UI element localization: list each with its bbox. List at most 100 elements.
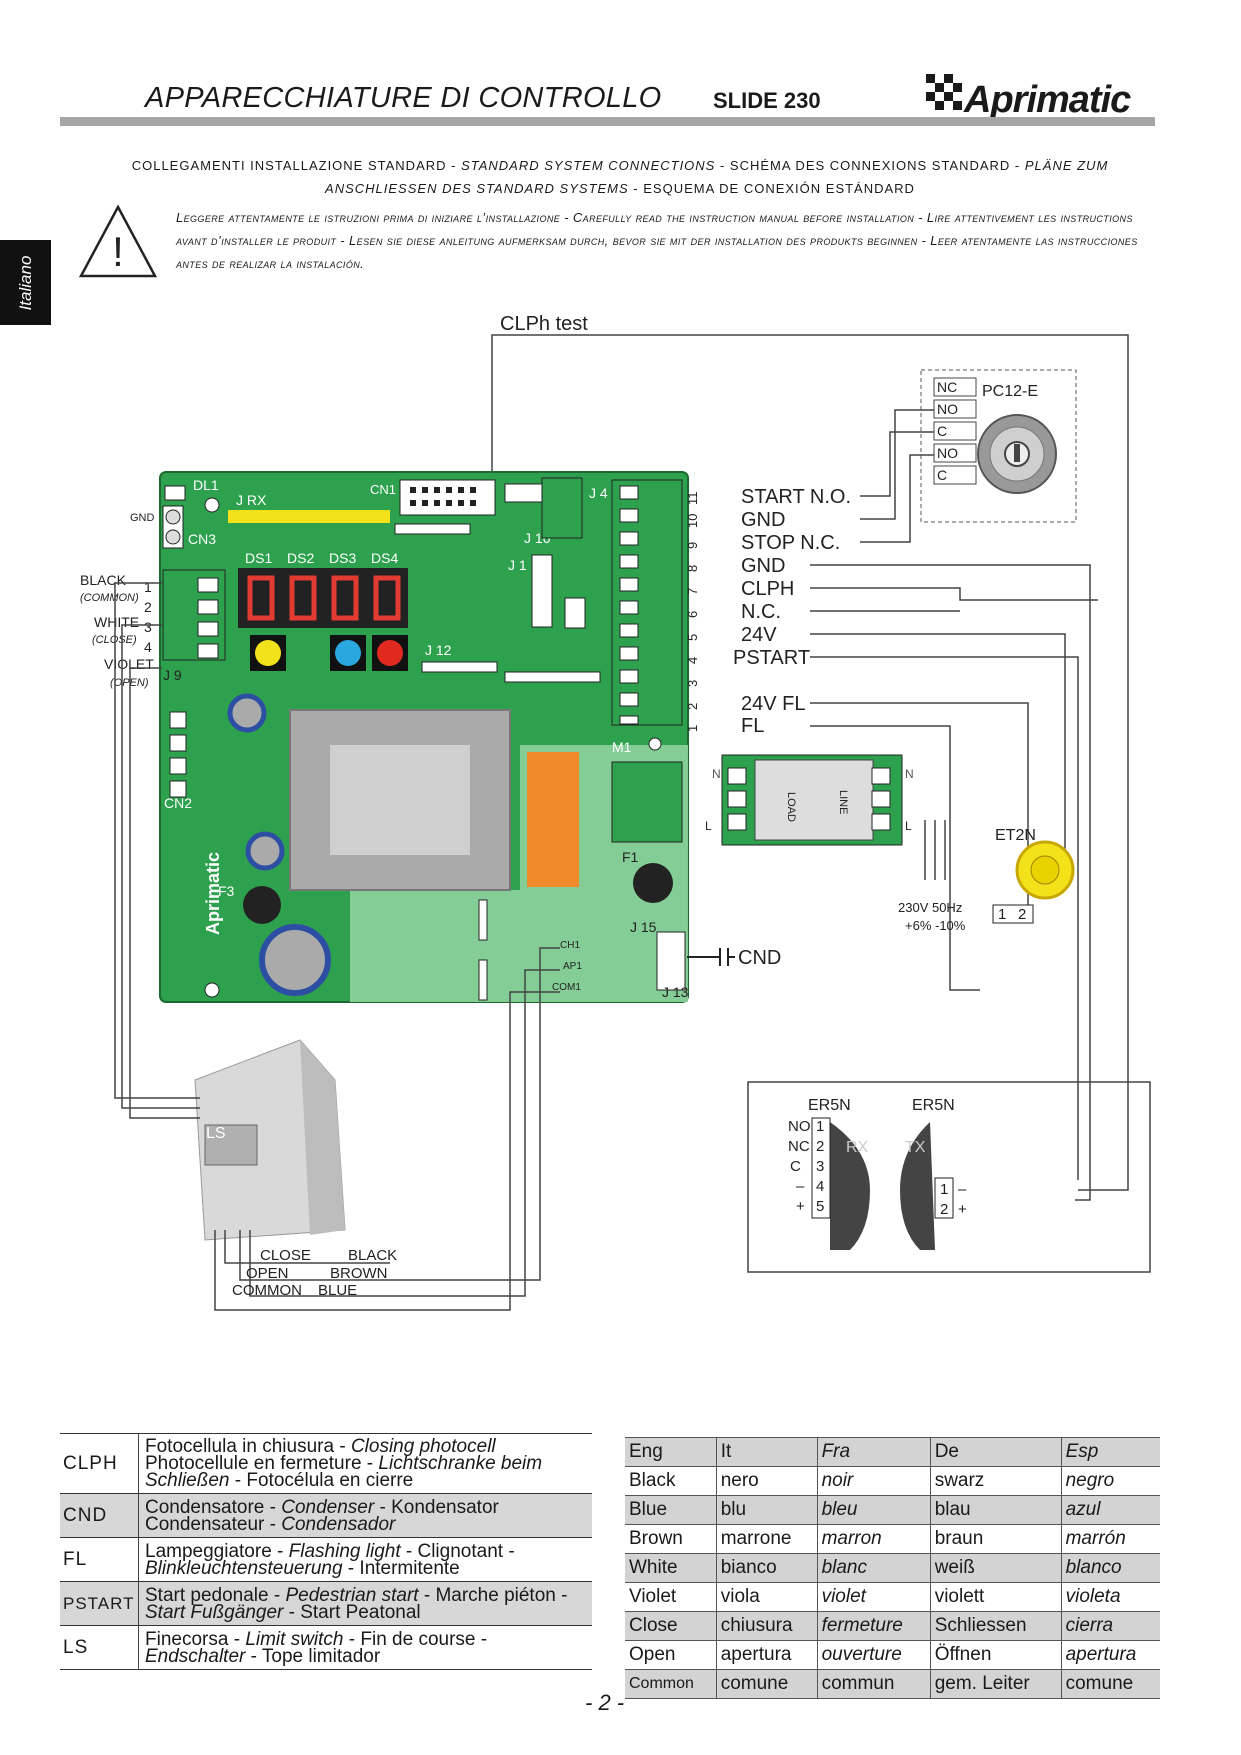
svg-text:ER5N: ER5N bbox=[912, 1097, 955, 1114]
svg-text:J 12: J 12 bbox=[425, 642, 452, 658]
svg-text:CN1: CN1 bbox=[370, 482, 396, 497]
svg-text:J RX: J RX bbox=[236, 492, 267, 508]
svg-text:CN3: CN3 bbox=[188, 531, 216, 547]
photocell-rx bbox=[830, 1122, 870, 1250]
svg-text:CH1: CH1 bbox=[560, 940, 580, 951]
push-buttons bbox=[250, 635, 408, 671]
svg-text:2: 2 bbox=[1018, 906, 1026, 923]
svg-text:3: 3 bbox=[685, 680, 700, 687]
clph-test-label: CLPh test bbox=[500, 313, 588, 335]
svg-text:1: 1 bbox=[816, 1118, 824, 1135]
svg-text:3: 3 bbox=[816, 1158, 824, 1175]
svg-text:1: 1 bbox=[940, 1181, 948, 1198]
svg-text:BLACK: BLACK bbox=[80, 572, 127, 588]
svg-text:GND: GND bbox=[741, 555, 785, 577]
svg-text:J 4: J 4 bbox=[589, 485, 608, 501]
svg-text:PSTART: PSTART bbox=[733, 647, 810, 669]
svg-text:J 15: J 15 bbox=[630, 919, 657, 935]
svg-text:+6% -10%: +6% -10% bbox=[905, 918, 966, 933]
svg-text:230V 50Hz: 230V 50Hz bbox=[898, 900, 962, 915]
svg-text:STOP N.C.: STOP N.C. bbox=[741, 532, 840, 554]
svg-text:LINE: LINE bbox=[837, 790, 849, 814]
legend-row: CLPH Fotocellula in chiusura - Closing p… bbox=[60, 1433, 592, 1494]
svg-text:BROWN: BROWN bbox=[330, 1265, 388, 1282]
legend-row: LS Finecorsa - Limit switch - Fin de cou… bbox=[60, 1625, 592, 1670]
svg-text:8: 8 bbox=[685, 565, 700, 572]
relay bbox=[527, 752, 579, 887]
svg-text:4: 4 bbox=[685, 657, 700, 664]
svg-text:DL1: DL1 bbox=[193, 477, 219, 493]
svg-text:VIOLET: VIOLET bbox=[104, 656, 154, 672]
svg-text:LS: LS bbox=[206, 1125, 226, 1142]
svg-text:+: + bbox=[796, 1198, 805, 1215]
svg-text:NC: NC bbox=[937, 379, 957, 395]
svg-text:5: 5 bbox=[816, 1198, 824, 1215]
svg-text:24V: 24V bbox=[741, 624, 777, 646]
svg-text:2: 2 bbox=[685, 703, 700, 710]
svg-text:10: 10 bbox=[685, 514, 700, 528]
svg-text:BLACK: BLACK bbox=[348, 1247, 397, 1264]
wiring-diagram: CLPh test PC12-E NC NO C NO C DL1 J RX C… bbox=[80, 313, 1151, 1311]
model-name: SLIDE 230 bbox=[713, 88, 821, 113]
svg-text:2: 2 bbox=[940, 1201, 948, 1218]
svg-text:J 9: J 9 bbox=[163, 667, 182, 683]
svg-text:–: – bbox=[796, 1178, 805, 1195]
svg-text:DS3: DS3 bbox=[329, 550, 356, 566]
svg-text:4: 4 bbox=[816, 1178, 824, 1195]
svg-text:F3: F3 bbox=[218, 883, 235, 899]
svg-text:CN2: CN2 bbox=[164, 795, 192, 811]
legend-row: CND Condensatore - Condenser - Kondensat… bbox=[60, 1493, 592, 1538]
svg-text:AP1: AP1 bbox=[563, 961, 582, 972]
svg-text:CLOSE: CLOSE bbox=[260, 1247, 311, 1264]
svg-text:C: C bbox=[790, 1158, 801, 1175]
svg-text:OPEN: OPEN bbox=[246, 1265, 289, 1282]
svg-text:!: ! bbox=[112, 228, 124, 275]
svg-text:L: L bbox=[905, 819, 912, 833]
subtitle: COLLEGAMENTI INSTALLAZIONE STANDARD - ST… bbox=[131, 158, 1109, 196]
svg-text:GND: GND bbox=[130, 512, 155, 524]
svg-text:7: 7 bbox=[685, 588, 700, 595]
svg-text:DS1: DS1 bbox=[245, 550, 272, 566]
svg-text:3: 3 bbox=[144, 619, 152, 635]
svg-text:(COMMON): (COMMON) bbox=[80, 592, 139, 604]
svg-text:C: C bbox=[937, 467, 947, 483]
checkered-flag-logo: Aprimatic bbox=[926, 74, 1132, 121]
warning-icon: ! bbox=[78, 204, 158, 278]
brand-text: Aprimatic bbox=[963, 79, 1131, 121]
brand-logo: Aprimatic bbox=[920, 68, 1160, 133]
photocell-tx bbox=[900, 1122, 935, 1250]
svg-text:1: 1 bbox=[685, 725, 700, 732]
svg-text:NO: NO bbox=[937, 445, 958, 461]
svg-text:NC: NC bbox=[788, 1138, 810, 1155]
svg-text:1: 1 bbox=[144, 579, 152, 595]
svg-text:6: 6 bbox=[685, 611, 700, 618]
svg-text:NO: NO bbox=[788, 1118, 811, 1135]
svg-text:C: C bbox=[937, 423, 947, 439]
page-number: - 2 - bbox=[585, 1690, 625, 1715]
warning-text: Leggere attentamente le istruzioni prima… bbox=[176, 210, 1138, 271]
svg-text:J 1: J 1 bbox=[508, 557, 527, 573]
cnd-label: CND bbox=[738, 947, 781, 969]
page-title: APPARECCHIATURE DI CONTROLLO bbox=[145, 82, 662, 114]
svg-text:4: 4 bbox=[144, 639, 152, 655]
svg-text:L: L bbox=[705, 819, 712, 833]
svg-text:M1: M1 bbox=[612, 739, 632, 755]
svg-text:BLUE: BLUE bbox=[318, 1282, 357, 1299]
svg-text:2: 2 bbox=[144, 599, 152, 615]
language-tab: Italiano bbox=[0, 240, 51, 325]
svg-text:DS2: DS2 bbox=[287, 550, 314, 566]
svg-text:NO: NO bbox=[937, 401, 958, 417]
key-switch bbox=[977, 414, 1057, 494]
svg-text:COM1: COM1 bbox=[552, 982, 581, 993]
svg-text:GND: GND bbox=[741, 509, 785, 531]
svg-text:5: 5 bbox=[685, 634, 700, 641]
svg-text:ET2N: ET2N bbox=[995, 827, 1036, 844]
